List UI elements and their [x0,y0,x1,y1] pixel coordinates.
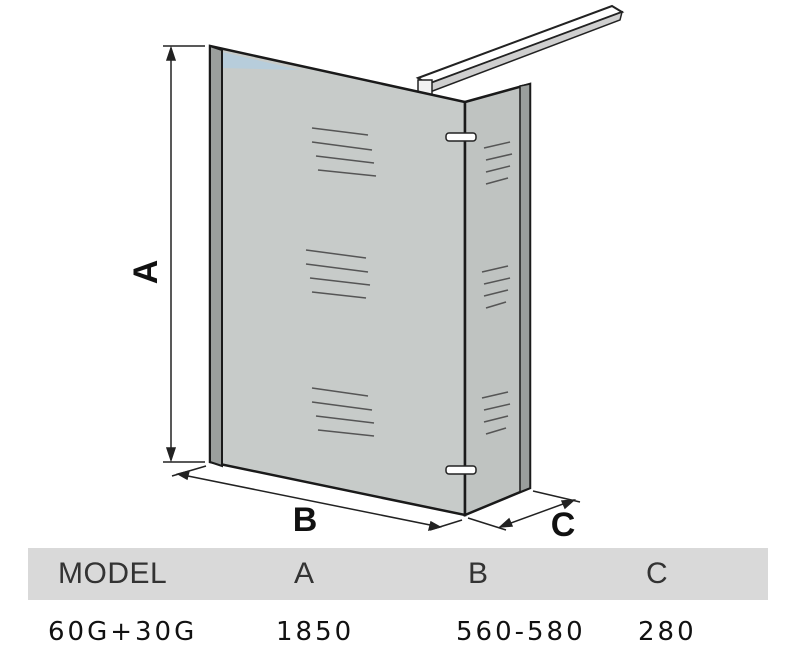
spec-table: MODEL A B C 60G+30G 1850 560-580 280 [28,548,768,664]
side-reflection-marks [481,141,513,435]
spec-table-header: MODEL A B C [28,548,768,600]
dimension-c [467,490,581,531]
cell-c: 280 [638,617,697,647]
dimension-b-label: B [293,501,318,539]
cell-a: 1850 [276,617,355,647]
main-glass-panel [208,44,467,517]
header-a: A [294,557,315,590]
dimension-c-label: C [551,506,576,540]
header-b: B [468,557,489,590]
dimension-a-label: A [127,260,165,285]
dimension-a [163,45,205,463]
dimension-b [171,465,463,532]
shower-screen-diagram: A B C [127,4,625,540]
cell-model: 60G+30G [48,617,198,647]
header-model: MODEL [58,557,168,590]
header-c: C [646,557,669,590]
glass-reflection-marks [305,127,377,437]
hinge-bottom [445,465,477,475]
side-glass-panel [445,82,532,517]
hinge-top [445,132,477,142]
table-row: 60G+30G 1850 560-580 280 [28,600,768,664]
cell-b: 560-580 [456,617,586,647]
